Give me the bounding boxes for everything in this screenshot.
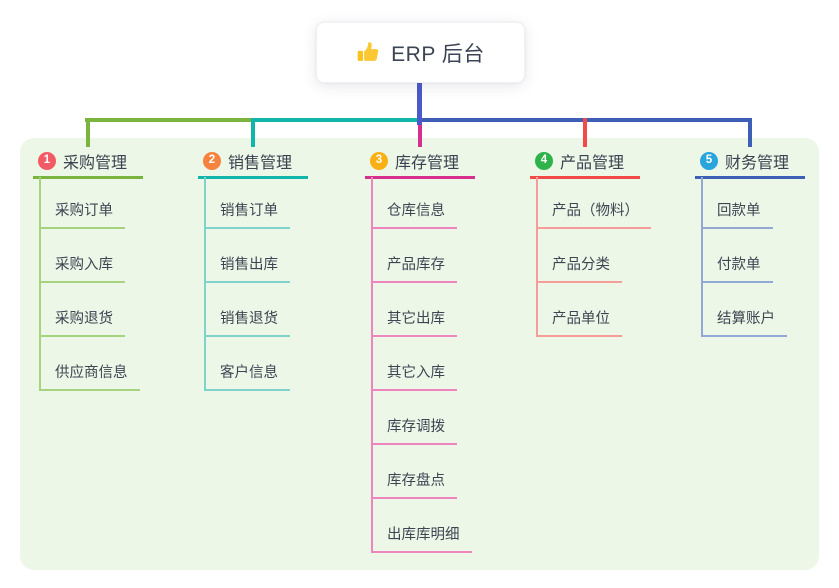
child-node[interactable]: 仓库信息 [371,199,457,229]
child-row: 结算账户 [695,283,805,337]
child-row: 销售出库 [198,229,308,283]
connector-drop-branch5 [748,118,752,147]
branch-3: 3 库存管理仓库信息产品库存其它出库其它入库库存调拨库存盘点出库库明细 [365,146,475,553]
child-node[interactable]: 采购入库 [39,253,125,283]
branch-label: 财务管理 [725,155,790,172]
branch-children-connector [536,177,538,337]
child-node[interactable]: 销售订单 [204,199,290,229]
branch-children: 采购订单采购入库采购退货供应商信息 [33,177,143,391]
branch-children-connector [701,177,703,337]
branch-children-connector [39,177,41,391]
child-node[interactable]: 其它出库 [371,307,457,337]
child-node[interactable]: 产品（物料） [536,199,651,229]
branch-header-4[interactable]: 4 产品管理 [530,146,640,179]
child-row: 回款单 [695,179,805,229]
root-title: ERP 后台 [391,42,485,66]
branch-label: 采购管理 [63,155,128,172]
branch-label: 产品管理 [560,155,625,172]
branch-children-connector [371,177,373,553]
child-node[interactable]: 出库库明细 [371,523,472,553]
child-node[interactable]: 产品库存 [371,253,457,283]
child-row: 库存盘点 [365,445,475,499]
child-node[interactable]: 付款单 [701,253,773,283]
branch-header-2[interactable]: 2 销售管理 [198,146,308,179]
child-node[interactable]: 库存调拨 [371,415,457,445]
child-node[interactable]: 库存盘点 [371,469,457,499]
connector-drop-branch1 [86,118,90,147]
child-row: 出库库明细 [365,499,475,553]
branch-children: 产品（物料） 产品分类产品单位 [530,177,651,337]
child-row: 产品单位 [530,283,640,337]
child-row: 其它入库 [365,337,475,391]
child-node[interactable]: 销售出库 [204,253,290,283]
child-row: 采购退货 [33,283,143,337]
connector-drop-branch3 [418,118,422,147]
branch-children-connector [204,177,206,391]
branch-1: 1 采购管理采购订单采购入库采购退货供应商信息 [33,146,143,391]
priority-badge-icon: 1 [38,152,56,170]
priority-badge-icon: 2 [203,152,221,170]
branch-header-5[interactable]: 5 财务管理 [695,146,805,179]
root-node[interactable]: ERP 后台 [316,22,525,83]
branch-children: 仓库信息产品库存其它出库其它入库库存调拨库存盘点出库库明细 [365,177,475,553]
child-row: 库存调拨 [365,391,475,445]
child-node[interactable]: 客户信息 [204,361,290,391]
connector-horizontal-branch2 [251,118,422,122]
child-row: 产品（物料） [530,179,651,229]
child-row: 客户信息 [198,337,308,391]
child-node[interactable]: 采购退货 [39,307,125,337]
branch-5: 5 财务管理回款单付款单结算账户 [695,146,805,337]
priority-badge-icon: 4 [535,152,553,170]
child-node[interactable]: 销售退货 [204,307,290,337]
child-row: 产品库存 [365,229,475,283]
thumbs-up-icon [356,40,381,65]
child-row: 销售订单 [198,179,308,229]
priority-badge-icon: 3 [370,152,388,170]
child-node[interactable]: 产品分类 [536,253,622,283]
branch-2: 2 销售管理销售订单销售出库销售退货客户信息 [198,146,308,391]
connector-root [417,81,422,125]
child-row: 仓库信息 [365,179,475,229]
child-node[interactable]: 结算账户 [701,307,787,337]
branch-4: 4 产品管理产品（物料） 产品分类产品单位 [530,146,651,337]
connector-drop-branch2 [251,118,255,147]
branch-label: 库存管理 [395,155,460,172]
child-row: 采购入库 [33,229,143,283]
child-row: 付款单 [695,229,805,283]
branch-children: 回款单付款单结算账户 [695,177,805,337]
child-row: 采购订单 [33,179,143,229]
child-row: 销售退货 [198,283,308,337]
child-node[interactable]: 采购订单 [39,199,125,229]
branch-header-1[interactable]: 1 采购管理 [33,146,143,179]
child-node[interactable]: 回款单 [701,199,773,229]
branch-children: 销售订单销售出库销售退货客户信息 [198,177,308,391]
branch-header-3[interactable]: 3 库存管理 [365,146,475,179]
child-row: 供应商信息 [33,337,143,391]
child-row: 产品分类 [530,229,640,283]
child-node[interactable]: 其它入库 [371,361,457,391]
connector-horizontal-branch1 [85,118,257,122]
child-node[interactable]: 供应商信息 [39,361,140,391]
child-node[interactable]: 产品单位 [536,307,622,337]
priority-badge-icon: 5 [700,152,718,170]
branch-label: 销售管理 [228,155,293,172]
connector-drop-branch4 [583,118,587,147]
child-row: 其它出库 [365,283,475,337]
